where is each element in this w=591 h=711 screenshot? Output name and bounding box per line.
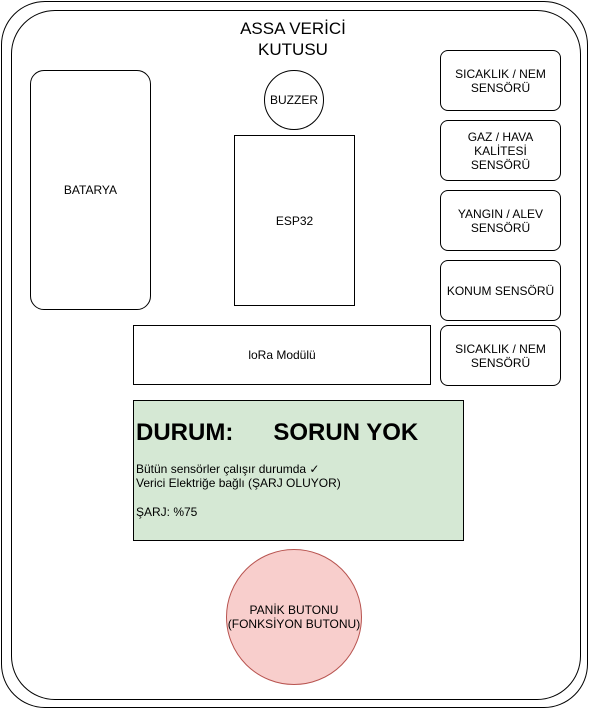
sensor-gas-air-quality: GAZ / HAVA KALİTESİ SENSÖRÜ bbox=[440, 120, 561, 181]
status-panel: DURUM: SORUN YOK Bütün sensörler çalışır … bbox=[133, 400, 464, 541]
sensor-temp-humidity-2: SICAKLIK / NEM SENSÖRÜ bbox=[440, 325, 561, 386]
lora-label: loRa Modülü bbox=[248, 348, 316, 362]
sensor-label: KONUM SENSÖRÜ bbox=[446, 283, 555, 298]
panic-button[interactable]: PANİK BUTONU (FONKSİYON BUTONU) bbox=[226, 549, 362, 685]
buzzer-circle: BUZZER bbox=[264, 70, 324, 130]
diagram-title: ASSA VERİCİ KUTUSU bbox=[213, 18, 373, 60]
sensor-label: SENSÖRÜ bbox=[470, 220, 531, 235]
sensor-fire-flame: YANGIN / ALEV SENSÖRÜ bbox=[440, 190, 561, 251]
panic-label: PANİK BUTONU bbox=[249, 603, 339, 617]
status-label: DURUM: bbox=[136, 419, 234, 446]
panic-sublabel: (FONKSİYON BUTONU) bbox=[227, 617, 361, 631]
sensor-label: YANGIN / ALEV bbox=[457, 206, 544, 221]
sensor-label: GAZ / HAVA bbox=[467, 129, 534, 144]
sensor-label: SICAKLIK / NEM bbox=[455, 66, 546, 81]
battery-label: BATARYA bbox=[63, 183, 118, 197]
battery-box: BATARYA bbox=[30, 70, 151, 310]
sensor-label: KALİTESİ bbox=[474, 143, 527, 158]
title-line-2: KUTUSU bbox=[258, 40, 328, 59]
sensor-label: SENSÖRÜ bbox=[470, 157, 531, 172]
sensor-label: SENSÖRÜ bbox=[470, 355, 531, 370]
sensor-temp-humidity-1: SICAKLIK / NEM SENSÖRÜ bbox=[440, 50, 561, 111]
buzzer-label: BUZZER bbox=[270, 93, 318, 107]
sensor-label: SICAKLIK / NEM bbox=[455, 341, 546, 356]
status-sensors-line: Bütün sensörler çalışır durumda ✓ bbox=[136, 462, 320, 476]
esp32-label: ESP32 bbox=[275, 213, 314, 228]
esp32-box: ESP32 bbox=[234, 135, 355, 306]
status-value: SORUN YOK bbox=[273, 419, 419, 446]
title-line-1: ASSA VERİCİ bbox=[240, 19, 346, 38]
sensor-location: KONUM SENSÖRÜ bbox=[440, 260, 561, 321]
inner-enclosure bbox=[11, 10, 581, 700]
status-heading: DURUM: SORUN YOK bbox=[136, 419, 418, 447]
sensor-label: SENSÖRÜ bbox=[470, 80, 531, 95]
lora-module-box: loRa Modülü bbox=[133, 325, 431, 385]
status-power-line: Verici Elektriğe bağlı (ŞARJ OLUYOR) bbox=[136, 476, 341, 490]
status-charge-line: ŞARJ: %75 bbox=[136, 505, 198, 519]
